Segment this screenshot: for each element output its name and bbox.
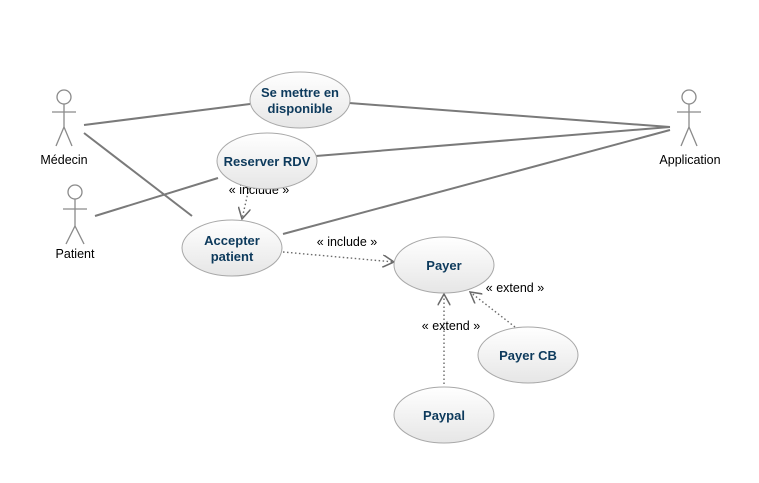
use-case-paypal[interactable]: Paypal	[393, 386, 495, 444]
actor-patient[interactable]	[63, 184, 87, 245]
use-case-accepter-line2: patient	[211, 249, 254, 264]
assoc-app-reserver	[315, 126, 671, 157]
use-case-accepter[interactable]: Accepter patient	[181, 219, 283, 277]
assoc-medecin-accepter	[83, 132, 193, 217]
use-case-disponible-line2: disponible	[268, 101, 333, 116]
actor-patient-label: Patient	[56, 247, 95, 261]
extend-payercb-payer	[470, 292, 516, 328]
actor-medecin-label: Médecin	[40, 153, 87, 167]
assoc-app-disponible	[348, 102, 671, 128]
use-case-payer-label: Payer	[426, 258, 461, 273]
use-case-payer-cb[interactable]: Payer CB	[477, 326, 579, 384]
actor-medecin[interactable]	[52, 89, 76, 147]
use-case-reserver-label: Reserver RDV	[224, 154, 311, 169]
use-case-disponible[interactable]: Se mettre en disponible	[249, 71, 351, 129]
use-case-accepter-line1: Accepter	[204, 233, 260, 248]
actor-application[interactable]	[677, 89, 701, 147]
extend-label-2: « extend »	[422, 319, 480, 333]
associations	[83, 102, 671, 235]
use-case-paypal-label: Paypal	[423, 408, 465, 423]
assoc-app-accepter	[282, 129, 671, 235]
include-reserver-accepter	[242, 187, 249, 219]
include-label-2: « include »	[317, 235, 378, 249]
extend-label-1: « extend »	[486, 281, 544, 295]
actor-application-label: Application	[659, 153, 720, 167]
use-case-reserver[interactable]: Reserver RDV	[216, 132, 318, 190]
include-accepter-payer	[282, 251, 394, 262]
use-case-payer-cb-label: Payer CB	[499, 348, 557, 363]
assoc-medecin-disponible	[83, 103, 251, 126]
assoc-patient-reserver	[94, 177, 219, 217]
use-case-payer[interactable]: Payer	[393, 236, 495, 294]
dependencies	[242, 187, 516, 388]
use-case-disponible-line1: Se mettre en	[261, 85, 339, 100]
